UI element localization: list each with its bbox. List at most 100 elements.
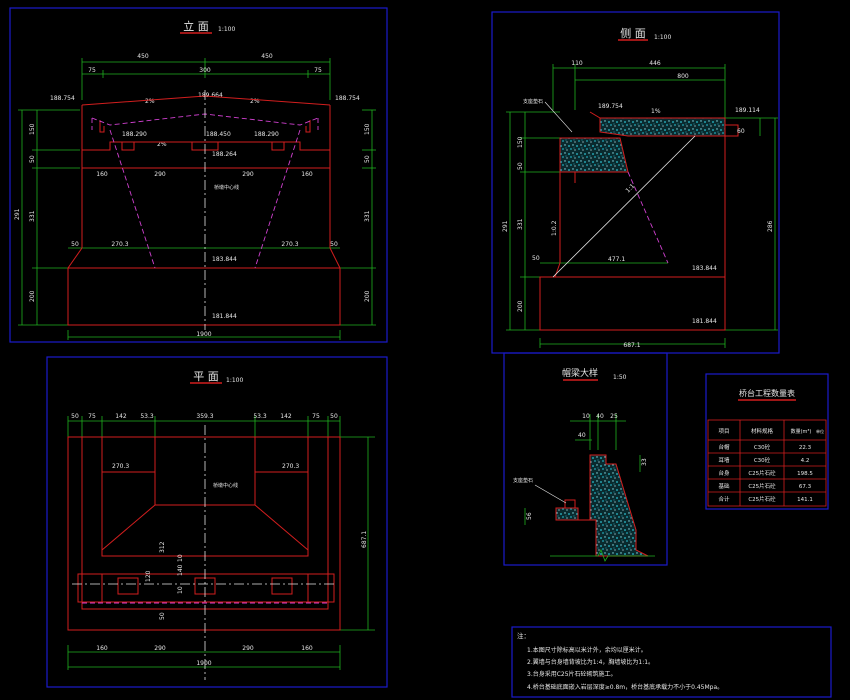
front-view: 立 面 1:100 <box>9 7 388 343</box>
side-cap-fill <box>599 117 726 137</box>
plan-vdim-312: 312 <box>159 541 166 553</box>
plan-dim-142r: 142 <box>280 413 292 420</box>
detail-bearing-pad <box>564 499 576 509</box>
table-header-item: 项目 <box>718 428 729 435</box>
side-vdim-50: 50 <box>517 162 524 170</box>
front-vdim-200: 200 <box>29 290 36 302</box>
plan-dim-bottom-160l: 160 <box>96 645 108 652</box>
note-line-4: 4.桥台基础底面嵌入岩层深度≥0.8m，桥台基底承载力不小于0.45Mpa。 <box>527 683 723 691</box>
front-elev-seat-right: 188.290 <box>254 131 279 138</box>
plan-view-frame <box>46 356 388 688</box>
side-dim-base-50: 50 <box>532 255 540 262</box>
front-elev-seat-low: 188.264 <box>212 151 237 158</box>
front-elev-right: 188.754 <box>335 95 360 102</box>
detail-break-line <box>550 548 655 562</box>
side-vdim-331: 331 <box>517 218 524 230</box>
front-vdim-r-150: 150 <box>364 123 371 135</box>
plan-dim-53l: 53.3 <box>140 413 154 420</box>
front-view-title: 立 面 <box>183 19 209 33</box>
plan-dim-359: 359.3 <box>196 413 213 420</box>
table-cell: 台身 <box>718 469 730 477</box>
table-cell: 台帽 <box>718 443 730 451</box>
table-cell: 67.3 <box>799 484 812 490</box>
front-elev-center: 189.664 <box>198 92 223 99</box>
table-cell: C30砼 <box>754 443 771 451</box>
front-elev-seat-left: 188.290 <box>122 131 147 138</box>
note-line-2: 2.翼墙与台身墙背坡比为1:4，胸墙坡比为1:1。 <box>527 658 654 666</box>
plan-view: 平 面 1:100 50 75 142 53.3 359.3 53.3 142 <box>46 356 388 688</box>
detail-dim-lines <box>524 414 641 525</box>
notes-block: 注： 1.本图尺寸除标高以米计外，余均以厘米计。 2.翼墙与台身墙背坡比为1:4… <box>511 626 832 698</box>
side-hidden-batter <box>627 171 669 264</box>
front-vdim-291: 291 <box>14 208 21 220</box>
front-dim-mid-290l: 290 <box>154 171 166 178</box>
side-elev-bottom: 181.844 <box>692 318 717 325</box>
front-dim-300: 300 <box>199 67 211 74</box>
front-view-scale: 1:100 <box>218 26 235 33</box>
table-header-material: 材料规格 <box>751 427 774 435</box>
plan-dim-bottom-290l: 290 <box>154 645 166 652</box>
plan-dim-53r: 53.3 <box>253 413 267 420</box>
plan-vdim-120: 120 <box>145 570 152 582</box>
side-vdim-291: 291 <box>502 220 509 232</box>
side-dim-800: 800 <box>677 73 689 80</box>
side-dim-446: 446 <box>649 60 661 67</box>
front-dim-right-450: 450 <box>261 53 273 60</box>
plan-view-title: 平 面 <box>193 370 219 383</box>
front-dim-75-right: 75 <box>314 67 322 74</box>
detail-dim-40: 40 <box>596 413 604 420</box>
quantity-table-title: 桥台工程数量表 <box>739 388 795 398</box>
table-header-unit: 单位 <box>816 428 824 434</box>
front-dim-foot-50r: 50 <box>330 241 338 248</box>
front-dim-mid-160r: 160 <box>301 171 313 178</box>
plan-dim-142l: 142 <box>115 413 127 420</box>
table-cell: 4.2 <box>801 458 810 464</box>
detail-concrete-fill <box>555 454 649 557</box>
front-dim-75-left: 75 <box>88 67 96 74</box>
detail-dim-right: 33 <box>641 458 648 466</box>
side-view-title: 侧 面 <box>620 27 646 40</box>
front-elev-footing: 183.844 <box>212 256 237 263</box>
front-vdim-r-200: 200 <box>364 290 371 302</box>
plan-vdim-140: 140 <box>177 564 184 576</box>
front-dim-foot-270r: 270.3 <box>281 241 298 248</box>
front-vdim-r-50: 50 <box>364 155 371 163</box>
table-cell: 耳墙 <box>718 456 730 464</box>
front-dim-foot-50l: 50 <box>71 241 79 248</box>
front-elev-bottom: 181.844 <box>212 313 237 320</box>
front-vdim-150: 150 <box>29 123 36 135</box>
detail-dim-25: 25 <box>610 413 618 420</box>
table-cell: 基础 <box>718 482 730 490</box>
plan-dim-inner-right: 270.3 <box>282 463 299 470</box>
plan-dim-75l: 75 <box>88 413 96 420</box>
side-view-frame <box>491 11 780 354</box>
front-slope-seat: 2% <box>157 141 167 148</box>
front-elev-seat-center: 188.450 <box>206 131 231 138</box>
notes-heading: 注： <box>517 631 530 640</box>
front-dim-foot-270l: 270.3 <box>111 241 128 248</box>
front-dim-left-450: 450 <box>137 53 149 60</box>
side-slope: 1% <box>651 108 661 115</box>
side-view-scale: 1:100 <box>654 34 671 41</box>
notes-frame <box>511 626 832 698</box>
plan-dim-total: 1900 <box>196 660 211 667</box>
plan-dim-bottom-160r: 160 <box>301 645 313 652</box>
table-cell: 22.3 <box>799 445 812 451</box>
side-vdim-150: 150 <box>517 136 524 148</box>
front-slope-left: 2% <box>145 98 155 105</box>
front-dim-mid-290r: 290 <box>242 171 254 178</box>
front-dim-mid-160l: 160 <box>96 171 108 178</box>
side-diagonal-slope <box>552 135 696 278</box>
front-vdim-50: 50 <box>29 155 36 163</box>
side-bearing-fill <box>559 137 629 173</box>
side-note-bearing: 支座垫石 <box>523 98 543 105</box>
detail-dim-10: 10 <box>582 413 590 420</box>
front-centerline-label: 桥墩中心线 <box>214 184 239 191</box>
detail-view-frame <box>503 352 668 566</box>
detail-dim-left: 40 <box>578 432 586 439</box>
detail-view: 帽梁大样 1:50 10 40 25 40 支座垫石 56 33 <box>503 352 668 566</box>
plan-vdim-10b: 10 <box>177 586 184 594</box>
front-structure <box>67 95 341 326</box>
side-slope-ratio: 1:1 <box>624 183 636 195</box>
